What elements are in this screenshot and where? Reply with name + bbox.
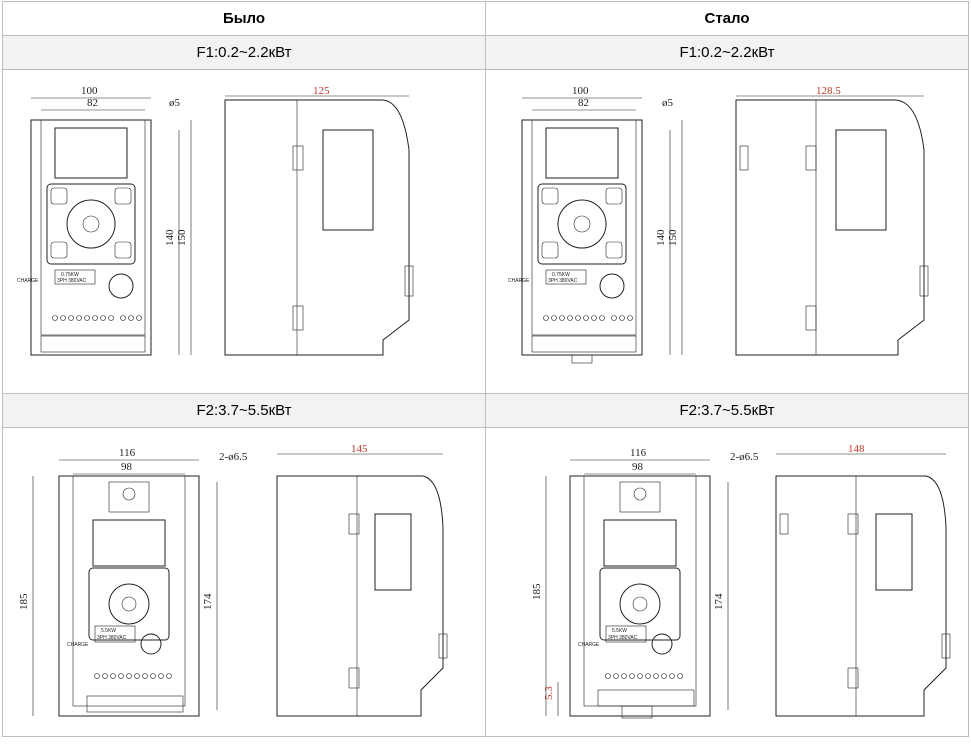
dim-height-outer: 150 — [176, 229, 188, 246]
row2-label-after: F2:3.7~5.5кВт — [485, 393, 969, 428]
dim-inner-width: 82 — [578, 97, 589, 109]
keypad — [46, 183, 136, 265]
rating-text: 0.75KW — [61, 272, 79, 278]
vent-grille — [374, 513, 412, 591]
logo-plate — [108, 481, 150, 513]
dim-height-outer: 150 — [667, 229, 679, 246]
vent-grille — [875, 513, 913, 591]
header-before: Было — [2, 1, 486, 36]
rating-plate — [605, 625, 647, 643]
dim-width: 116 — [630, 447, 647, 459]
vent-grille — [835, 129, 887, 231]
display-window — [54, 127, 128, 179]
header-after: Стало — [485, 1, 969, 36]
supply-text: 3PH 380VAC — [548, 278, 578, 284]
row2-label-before: F2:3.7~5.5кВт — [2, 393, 486, 428]
dim-height-inner: 174 — [713, 593, 725, 610]
dim-inner-width: 98 — [632, 461, 644, 473]
dim-hole: ø5 — [169, 97, 181, 109]
supply-text: 3PH 380VAC — [97, 635, 127, 641]
f1-after-drawing: 0.75KW 3PH 380VAC CHARGE 100 82 ø5 140 1… — [508, 85, 929, 364]
dim-bottom-offset: 5.3 — [543, 686, 555, 700]
dim-width: 116 — [119, 447, 136, 459]
side-housing — [775, 475, 947, 717]
display-window — [92, 519, 166, 567]
led-row — [52, 315, 142, 321]
terminal-strip — [86, 695, 184, 713]
rating-text: 5.5KW — [101, 628, 116, 634]
dim-inner-width: 82 — [87, 97, 98, 109]
f2-after-drawing-cell: 5.5KW 3PH 380VAC CHARGE 116 98 2-ø6.5 18… — [485, 427, 969, 737]
dim-height-inner: 140 — [164, 229, 176, 246]
terminal-strip — [40, 335, 146, 353]
f2-before-drawing-cell: 5.5KW 3PH 380VAC CHARGE 116 98 2-ø6.5 18… — [2, 427, 486, 737]
display-window — [603, 519, 677, 567]
dim-height-inner: 174 — [202, 593, 214, 610]
display-window — [545, 127, 619, 179]
dim-height-inner: 140 — [655, 229, 667, 246]
side-housing — [224, 99, 410, 356]
rating-plate — [545, 269, 587, 285]
dim-depth: 128.5 — [816, 85, 841, 97]
mounting-clip — [621, 705, 653, 719]
led-row — [94, 673, 172, 679]
potentiometer-knob — [651, 633, 673, 655]
terminal-strip — [531, 335, 637, 353]
vent-grille — [322, 129, 374, 231]
f1-before-drawing: 0.75KW 3PH 380VAC CHARGE 100 82 ø5 140 1… — [17, 85, 414, 356]
potentiometer-knob — [140, 633, 162, 655]
potentiometer-knob — [599, 273, 625, 299]
f1-after-drawing-cell: 0.75KW 3PH 380VAC CHARGE 100 82 ø5 140 1… — [485, 69, 969, 394]
dim-width: 100 — [81, 85, 98, 97]
rating-text: 0.75KW — [552, 272, 570, 278]
charge-label: CHARGE — [17, 278, 39, 284]
mounting-clip — [571, 354, 593, 364]
led-row — [543, 315, 633, 321]
dim-height-outer: 185 — [18, 593, 30, 610]
led-row — [605, 673, 683, 679]
row1-label-before: F1:0.2~2.2кВт — [2, 35, 486, 70]
dim-hole: ø5 — [662, 97, 674, 109]
supply-text: 3PH 380VAC — [57, 278, 87, 284]
side-housing — [276, 475, 444, 717]
dim-hole: 2-ø6.5 — [730, 451, 759, 463]
charge-label: CHARGE — [508, 278, 530, 284]
keypad — [88, 567, 170, 641]
keypad — [537, 183, 627, 265]
keypad — [599, 567, 681, 641]
potentiometer-knob — [108, 273, 134, 299]
dim-depth: 148 — [848, 443, 865, 455]
rating-plate — [54, 269, 96, 285]
charge-label: CHARGE — [578, 642, 600, 648]
supply-text: 3PH 380VAC — [608, 635, 638, 641]
dim-hole: 2-ø6.5 — [219, 451, 248, 463]
rating-text: 5.5KW — [612, 628, 627, 634]
f2-before-drawing: 5.5KW 3PH 380VAC CHARGE 116 98 2-ø6.5 18… — [18, 443, 448, 717]
dim-inner-width: 98 — [121, 461, 133, 473]
dim-width: 100 — [572, 85, 589, 97]
dim-height-outer: 185 — [531, 583, 543, 600]
dim-depth: 145 — [351, 443, 368, 455]
rating-plate — [94, 625, 136, 643]
logo-plate — [619, 481, 661, 513]
charge-label: CHARGE — [67, 642, 89, 648]
row1-label-after: F1:0.2~2.2кВт — [485, 35, 969, 70]
f1-before-drawing-cell: 0.75KW 3PH 380VAC CHARGE 100 82 ø5 140 1… — [2, 69, 486, 394]
dim-depth: 125 — [313, 85, 330, 97]
terminal-strip — [597, 689, 695, 707]
side-housing — [735, 99, 925, 356]
f2-after-drawing: 5.5KW 3PH 380VAC CHARGE 116 98 2-ø6.5 18… — [531, 443, 951, 719]
